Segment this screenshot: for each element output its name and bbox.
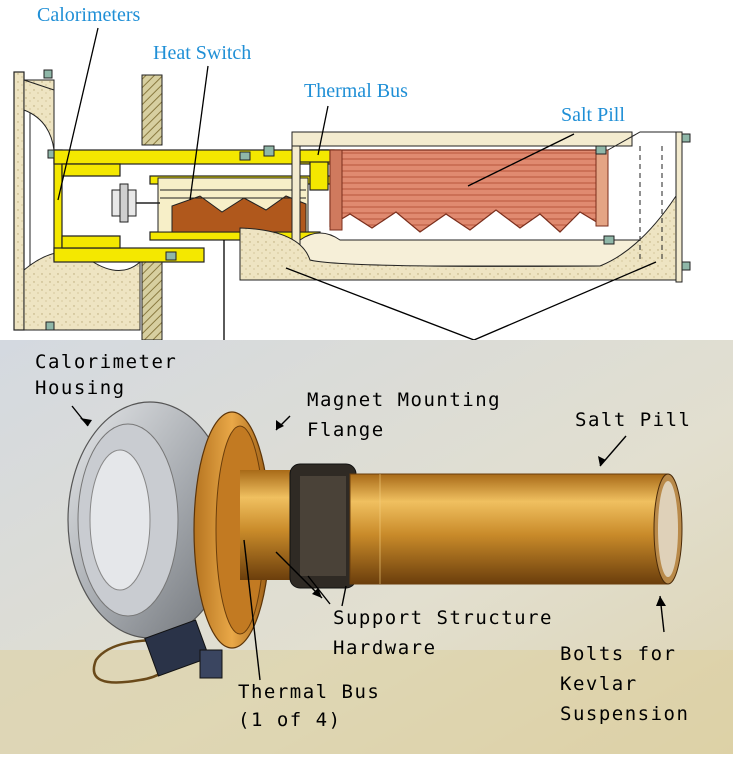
left-top-curve (23, 79, 55, 151)
label-calorimeters: Calorimeters (37, 4, 141, 26)
bolts-top (43, 69, 691, 331)
label-support-structure-line2: Hardware (333, 637, 437, 659)
label-calorimeter-housing-line1: Calorimeter (35, 351, 178, 373)
label-support-structure-line1: Support Structure (333, 607, 553, 629)
label-bolts-line2: Kevlar (560, 673, 638, 695)
label-thermal-bus: Thermal Bus (304, 80, 408, 102)
heat-switch-copper (171, 195, 307, 233)
hatched-wall-bottom (141, 257, 163, 341)
label-salt-pill-top: Salt Pill (561, 104, 625, 126)
connector-2 (199, 649, 223, 679)
label-thermal-bus-line2: (1 of 4) (238, 709, 342, 731)
calorimeter-housing-inner (89, 449, 151, 591)
salt-pill-cylinder (349, 473, 669, 585)
right-end-post (675, 131, 683, 283)
left-bottom-curve (23, 251, 141, 331)
connector (144, 619, 210, 677)
actuator-shaft (119, 183, 129, 223)
support-structure-inner (300, 476, 346, 576)
salt-lower-region (299, 232, 641, 267)
label-bolts-line1: Bolts for (560, 643, 677, 665)
salt-pill-right-cap (595, 149, 609, 227)
left-end-plate (13, 71, 25, 331)
label-magnet-flange-line2: Flange (307, 419, 385, 441)
photo-arrowheads (80, 418, 666, 606)
label-salt-pill-photo: Salt Pill (575, 409, 692, 431)
salt-pill-end-kevlar (658, 481, 678, 577)
label-thermal-bus-line1: Thermal Bus (238, 681, 381, 703)
salt-pill-left-cap (329, 149, 343, 231)
label-magnet-flange-line1: Magnet Mounting (307, 389, 502, 411)
label-calorimeter-housing-line2: Housing (35, 377, 126, 399)
photograph (0, 340, 733, 754)
top-leaders (57, 27, 657, 341)
hatched-wall-top (141, 74, 163, 146)
cross-section-drawing (13, 27, 691, 341)
photo-table-shade (0, 650, 733, 754)
salt-pill-housing (291, 131, 633, 147)
salt-pill-body (329, 149, 601, 233)
label-bolts-line3: Suspension (560, 703, 690, 725)
label-heat-switch: Heat Switch (153, 42, 252, 64)
right-top-line (607, 131, 676, 151)
